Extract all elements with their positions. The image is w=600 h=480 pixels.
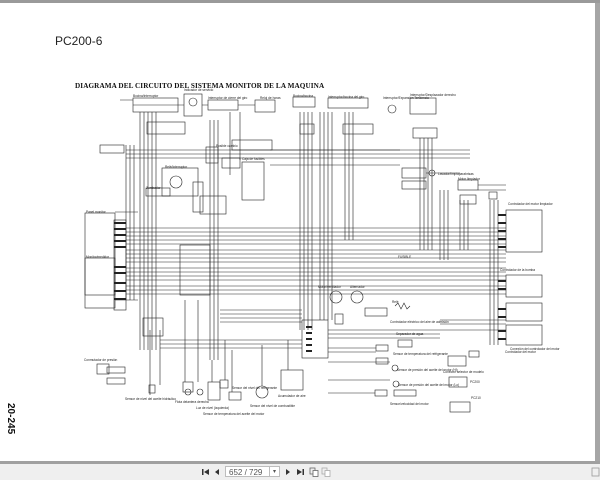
- label-washer: Lavador/limpiaparabrisas: [438, 172, 474, 176]
- last-page-icon: [297, 469, 304, 475]
- label-pump-controller: Controlador de la bomba: [500, 268, 536, 272]
- expansion-box: [409, 97, 437, 115]
- label-pressure-hi: Sensor de presión del aceite del motor (…: [397, 368, 458, 372]
- horn-box: [292, 96, 316, 108]
- label-horn-switch: Bocina/Interruptor: [133, 94, 159, 98]
- label-wiper-controller: Controlador del motor limpiador: [508, 202, 553, 206]
- label-possible: Posible cambio: [216, 144, 238, 148]
- fuse-box: [241, 161, 265, 201]
- label-model-pc200: PC200: [470, 380, 480, 384]
- label-coolant-temp: Sensor de temperatura del refrigerante: [393, 352, 448, 356]
- window-top-border: [0, 0, 600, 3]
- label-buzzer: Zumbador: [146, 186, 161, 190]
- panel-toggle-button[interactable]: [591, 467, 600, 477]
- label-swing-lock: Interruptor de cierre del giro: [208, 96, 248, 100]
- swing-horn-box: [327, 97, 369, 109]
- label-model-selector: Conector selector de modelo: [443, 370, 484, 374]
- label-fan-motor: Motor/ventilador: [318, 285, 341, 289]
- label-air-heater: Controlador eléctrico del aire de admisi…: [390, 320, 449, 324]
- next-page-icon: [286, 469, 290, 475]
- label-horn: Bocina/bocina: [293, 94, 314, 98]
- vertical-scrollbar[interactable]: [595, 3, 600, 461]
- label-pressure-switch: Conmutador de presión: [84, 358, 118, 362]
- label-monitor-section: Monitor/medidor: [86, 255, 110, 259]
- label-model-pc210: PC210: [471, 396, 481, 400]
- label-monitor-panel: Panel monitor: [86, 210, 106, 214]
- label-hydraulic-level: Sensor de nivel del aceite hidráulico: [125, 397, 177, 401]
- wiring-diagram: [84, 93, 543, 413]
- label-fuse-box: Caja de fusibles: [242, 157, 265, 161]
- label-oil-temp: Sensor de temperatura del aceite del mot…: [203, 412, 265, 416]
- label-fuse: FUSIBLE: [398, 255, 412, 259]
- label-accumulator: Acumulador de aire: [278, 394, 306, 398]
- label-level-light: Luz de nivel (izquierda): [196, 406, 229, 410]
- label-coolant-level: Sensor del nivel del refrigerante: [232, 386, 278, 390]
- pump-controller-box: [505, 209, 543, 253]
- diagram-title: DIAGRAMA DEL CIRCUITO DEL SISTEMA MONITO…: [75, 82, 325, 90]
- alternator-symbol: [350, 290, 364, 304]
- service-indicator-box: [183, 93, 203, 117]
- label-expansion: Interruptor/Expansión Tendencia: [383, 96, 429, 100]
- label-alternator: Alternador: [350, 285, 365, 289]
- fit-page-icon: [321, 467, 331, 477]
- label-water-separator: Separador de agua: [396, 332, 424, 336]
- next-page-button[interactable]: [284, 467, 293, 477]
- chevron-down-icon: ▾: [272, 469, 276, 475]
- label-wiper-motor: Motor limpiador: [458, 177, 480, 181]
- last-page-button[interactable]: [296, 467, 305, 477]
- viewport-bottom-border: [0, 461, 600, 464]
- label-float: Flota delantera derecha: [175, 400, 209, 404]
- label-engine-connection: Conexión del controlador del motor: [510, 347, 560, 351]
- label-engine-speed: Sensor/velocidad del motor: [390, 402, 429, 406]
- label-fuel-level: Sensor del nivel de combustible: [250, 404, 296, 408]
- page-dropdown-button[interactable]: ▾: [270, 466, 280, 477]
- label-pressure-lo: Sensor de presión del aceite del motor (…: [398, 383, 460, 387]
- fan-motor-symbol: [329, 290, 343, 304]
- panel-icon: [591, 467, 600, 477]
- label-swing-horn: Interruptor/bocina del giro: [328, 95, 365, 99]
- page-number-input[interactable]: 652 / 729: [225, 466, 270, 477]
- label-hour-meter: Reloj de horas: [260, 96, 281, 100]
- previous-page-button[interactable]: [213, 467, 222, 477]
- fit-page-button[interactable]: [321, 467, 331, 477]
- previous-page-icon: [215, 469, 219, 475]
- monitor-panel-box: [84, 212, 116, 296]
- label-travel-switch: Interruptor/Desplazador derecho: [410, 93, 456, 97]
- relay-box: [161, 167, 199, 197]
- copy-icon: [309, 467, 319, 477]
- label-service-indicator: Indicador de servicio: [184, 88, 214, 92]
- label-engine-controller: Controlador del motor: [505, 350, 536, 354]
- central-connector: [301, 319, 329, 359]
- label-relay-right: Relé: [392, 300, 399, 304]
- model-header: PC200-6: [55, 34, 103, 48]
- pdf-toolbar: 652 / 729 ▾: [0, 464, 600, 480]
- hour-meter-box: [254, 99, 276, 113]
- copy-button[interactable]: [309, 467, 319, 477]
- first-page-icon: [202, 469, 209, 475]
- first-page-button[interactable]: [201, 467, 210, 477]
- label-relay: Relé/Interruptor: [165, 165, 188, 169]
- swing-lock-box: [207, 99, 239, 111]
- document-viewport[interactable]: PC200-6 DIAGRAMA DEL CIRCUITO DEL SISTEM…: [0, 3, 595, 461]
